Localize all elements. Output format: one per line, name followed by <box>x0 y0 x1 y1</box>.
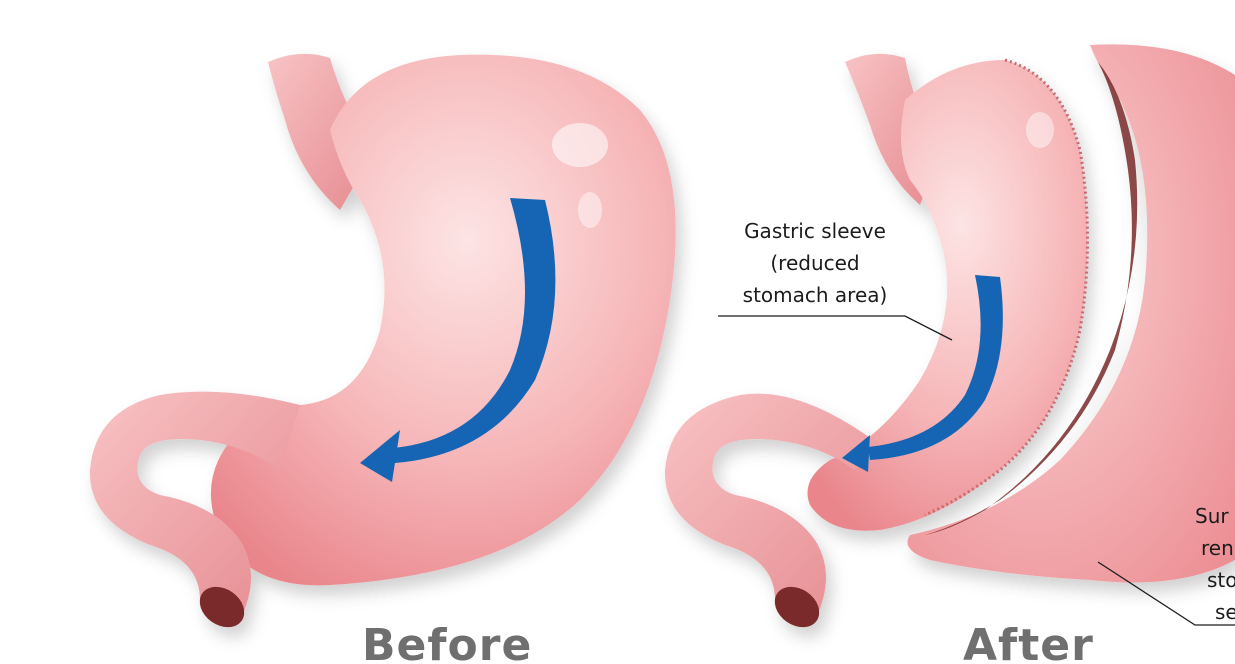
label-line: (reduced <box>720 247 910 279</box>
label-gastric-sleeve: Gastric sleeve (reduced stomach area) <box>720 215 910 311</box>
label-line: Sur <box>1195 500 1235 532</box>
label-line: ren <box>1201 532 1235 564</box>
caption-before: Before <box>362 624 532 664</box>
before-stomach <box>90 54 676 636</box>
label-line: sto <box>1207 564 1235 596</box>
sleeve-leader-line <box>718 316 952 340</box>
label-line: Gastric sleeve <box>720 215 910 247</box>
caption-after: After <box>963 624 1094 664</box>
label-line: se <box>1215 596 1235 628</box>
label-line: stomach area) <box>720 279 910 311</box>
before-stomach-body <box>211 55 676 586</box>
label-removed-stomach: Sur ren sto se <box>1195 500 1235 628</box>
